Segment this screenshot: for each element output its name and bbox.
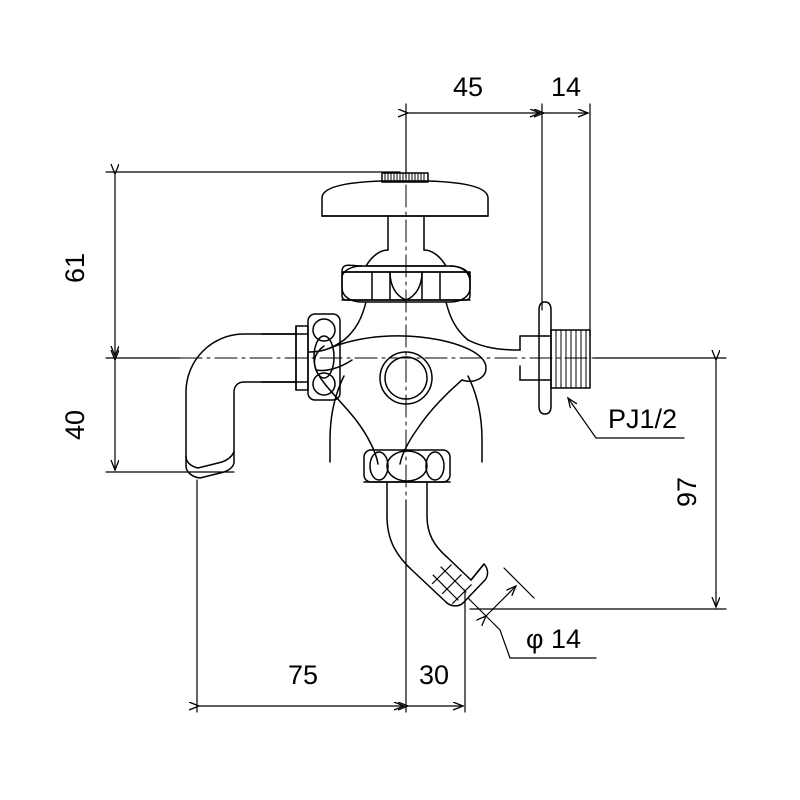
dim-label-40: 40 bbox=[60, 410, 90, 440]
dim-label-75: 75 bbox=[288, 660, 318, 690]
dim-label-45: 45 bbox=[453, 72, 483, 102]
dimension-lines bbox=[105, 103, 727, 713]
callout-label-phi14: φ 14 bbox=[526, 624, 581, 654]
dim-label-14: 14 bbox=[551, 72, 581, 102]
handle-assembly bbox=[321, 172, 489, 303]
callout-label-pj12: PJ1/2 bbox=[608, 404, 677, 434]
dim-label-97: 97 bbox=[672, 477, 702, 507]
centerlines bbox=[179, 149, 621, 501]
leader-pj12 bbox=[568, 398, 685, 439]
barbed-hose-nipple bbox=[386, 481, 489, 607]
hex-bonnet-nut bbox=[341, 264, 471, 303]
left-swivel-nut bbox=[261, 313, 341, 401]
dim-label-61: 61 bbox=[60, 253, 90, 283]
curved-spout bbox=[185, 333, 263, 479]
dim-label-30: 30 bbox=[419, 660, 449, 690]
dimension-labels: 45 14 61 40 97 75 30 PJ1/2 φ 14 bbox=[60, 72, 702, 690]
threaded-inlet bbox=[538, 301, 591, 415]
center-boss bbox=[379, 351, 433, 405]
handle-stem bbox=[387, 215, 425, 251]
body-web bbox=[313, 335, 487, 465]
dim-line-phi14 bbox=[467, 567, 597, 659]
disc-handle bbox=[321, 180, 489, 217]
bottom-swivel-nut bbox=[363, 449, 451, 483]
